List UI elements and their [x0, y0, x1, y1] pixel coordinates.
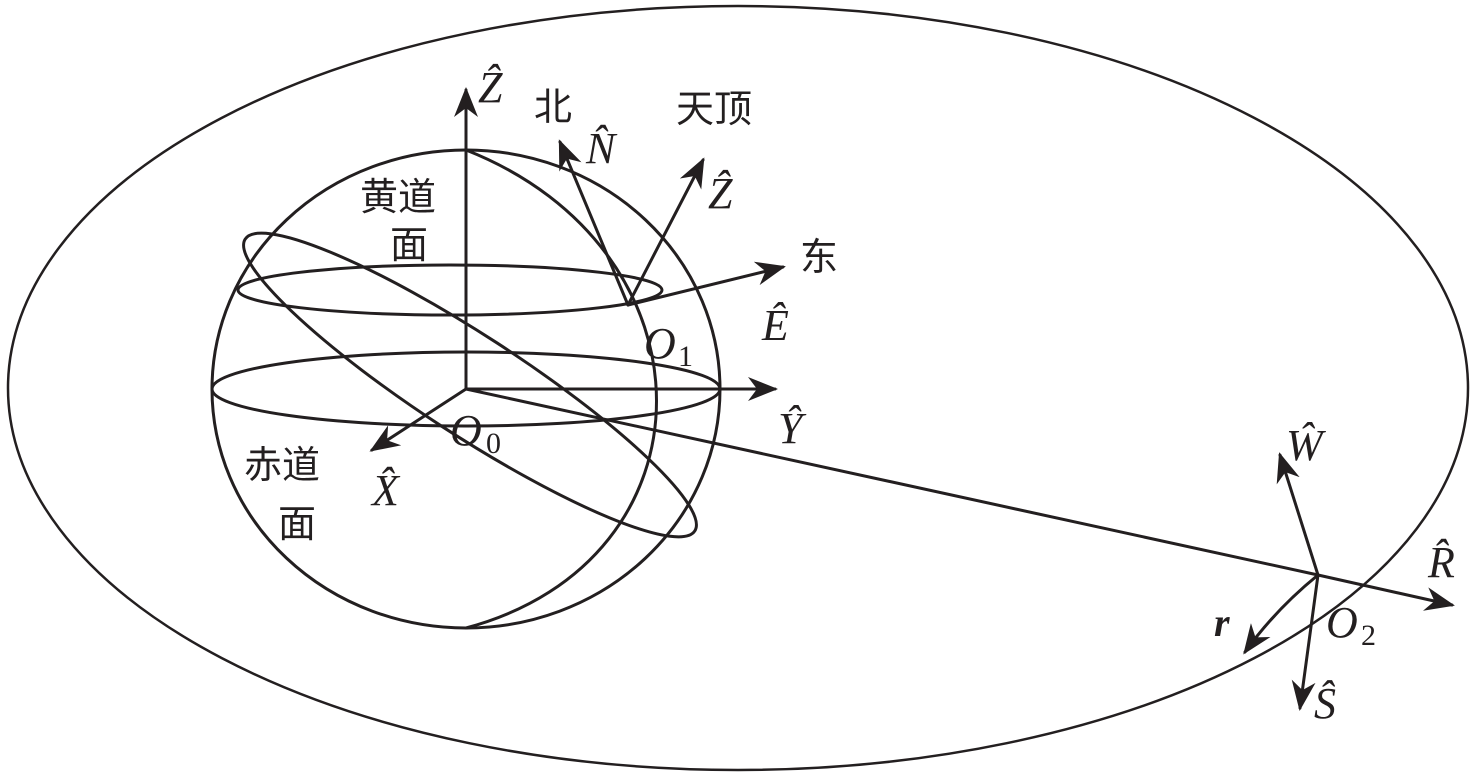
label-r-bold: r [1214, 600, 1230, 645]
w-hat-arrow [1276, 452, 1320, 577]
label-north-vec: N̂ [585, 124, 618, 173]
label-origin0-sub: 0 [486, 427, 501, 460]
orbit-ellipse [6, 4, 1470, 772]
label-s-vec: Ŝ [1314, 679, 1336, 728]
label-origin2: O [1326, 598, 1358, 647]
label-zenith: 天顶 [676, 87, 752, 131]
label-north: 北 [534, 85, 572, 129]
label-w-vec: Ŵ [1286, 421, 1326, 470]
zenith-arrow [626, 157, 705, 307]
east-arrow [626, 261, 786, 307]
velocity-r-arrow [1243, 573, 1320, 655]
latitude-ring [236, 263, 664, 317]
label-ecliptic-line2: 面 [390, 223, 428, 267]
label-origin1-sub: 1 [678, 340, 693, 373]
ecliptic-ring [242, 231, 698, 539]
label-axis-x: X̂ [370, 466, 401, 515]
label-origin1: O [644, 319, 676, 368]
label-axis-z: Ẑ [478, 63, 503, 112]
label-equator-line2: 面 [278, 502, 316, 546]
position-vector-line [464, 387, 1320, 577]
label-east-vec: Ê [761, 301, 789, 350]
label-origin0: O [450, 406, 482, 455]
meridian-arc [464, 148, 658, 630]
label-zenith-vec: Ẑ [708, 169, 733, 218]
label-ecliptic-line1: 黄道 [360, 175, 436, 219]
r-hat-arrow [1316, 573, 1455, 611]
label-origin2-sub: 2 [1361, 619, 1376, 652]
axis-x-arrow [369, 387, 468, 452]
label-axis-y: Ŷ [778, 404, 807, 453]
label-equator-line1: 赤道 [244, 443, 320, 487]
label-east: 东 [800, 235, 838, 279]
s-hat-arrow [1291, 573, 1320, 711]
north-arrow [558, 139, 630, 307]
label-r-hat: R̂ [1427, 538, 1455, 587]
